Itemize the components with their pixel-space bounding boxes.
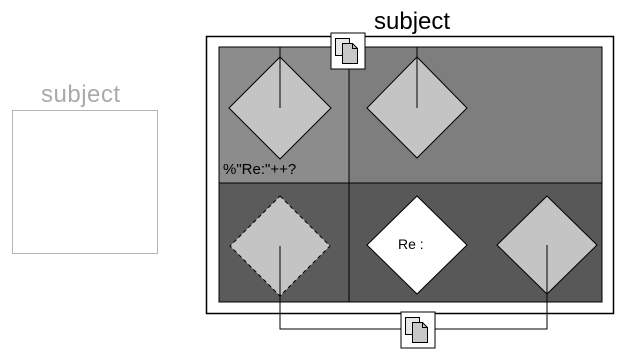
main-subject-title: subject (374, 8, 451, 35)
bottom-copy-documents-icon[interactable] (400, 311, 436, 349)
expression-label: %"Re:"++? (223, 161, 296, 178)
diamond-bottom-white[interactable] (366, 195, 468, 295)
top-copy-documents-icon[interactable] (330, 32, 366, 70)
left-subject-title: subject (41, 81, 121, 108)
white-diamond-label: Re : (398, 236, 424, 252)
left-subject-box[interactable] (12, 110, 158, 254)
